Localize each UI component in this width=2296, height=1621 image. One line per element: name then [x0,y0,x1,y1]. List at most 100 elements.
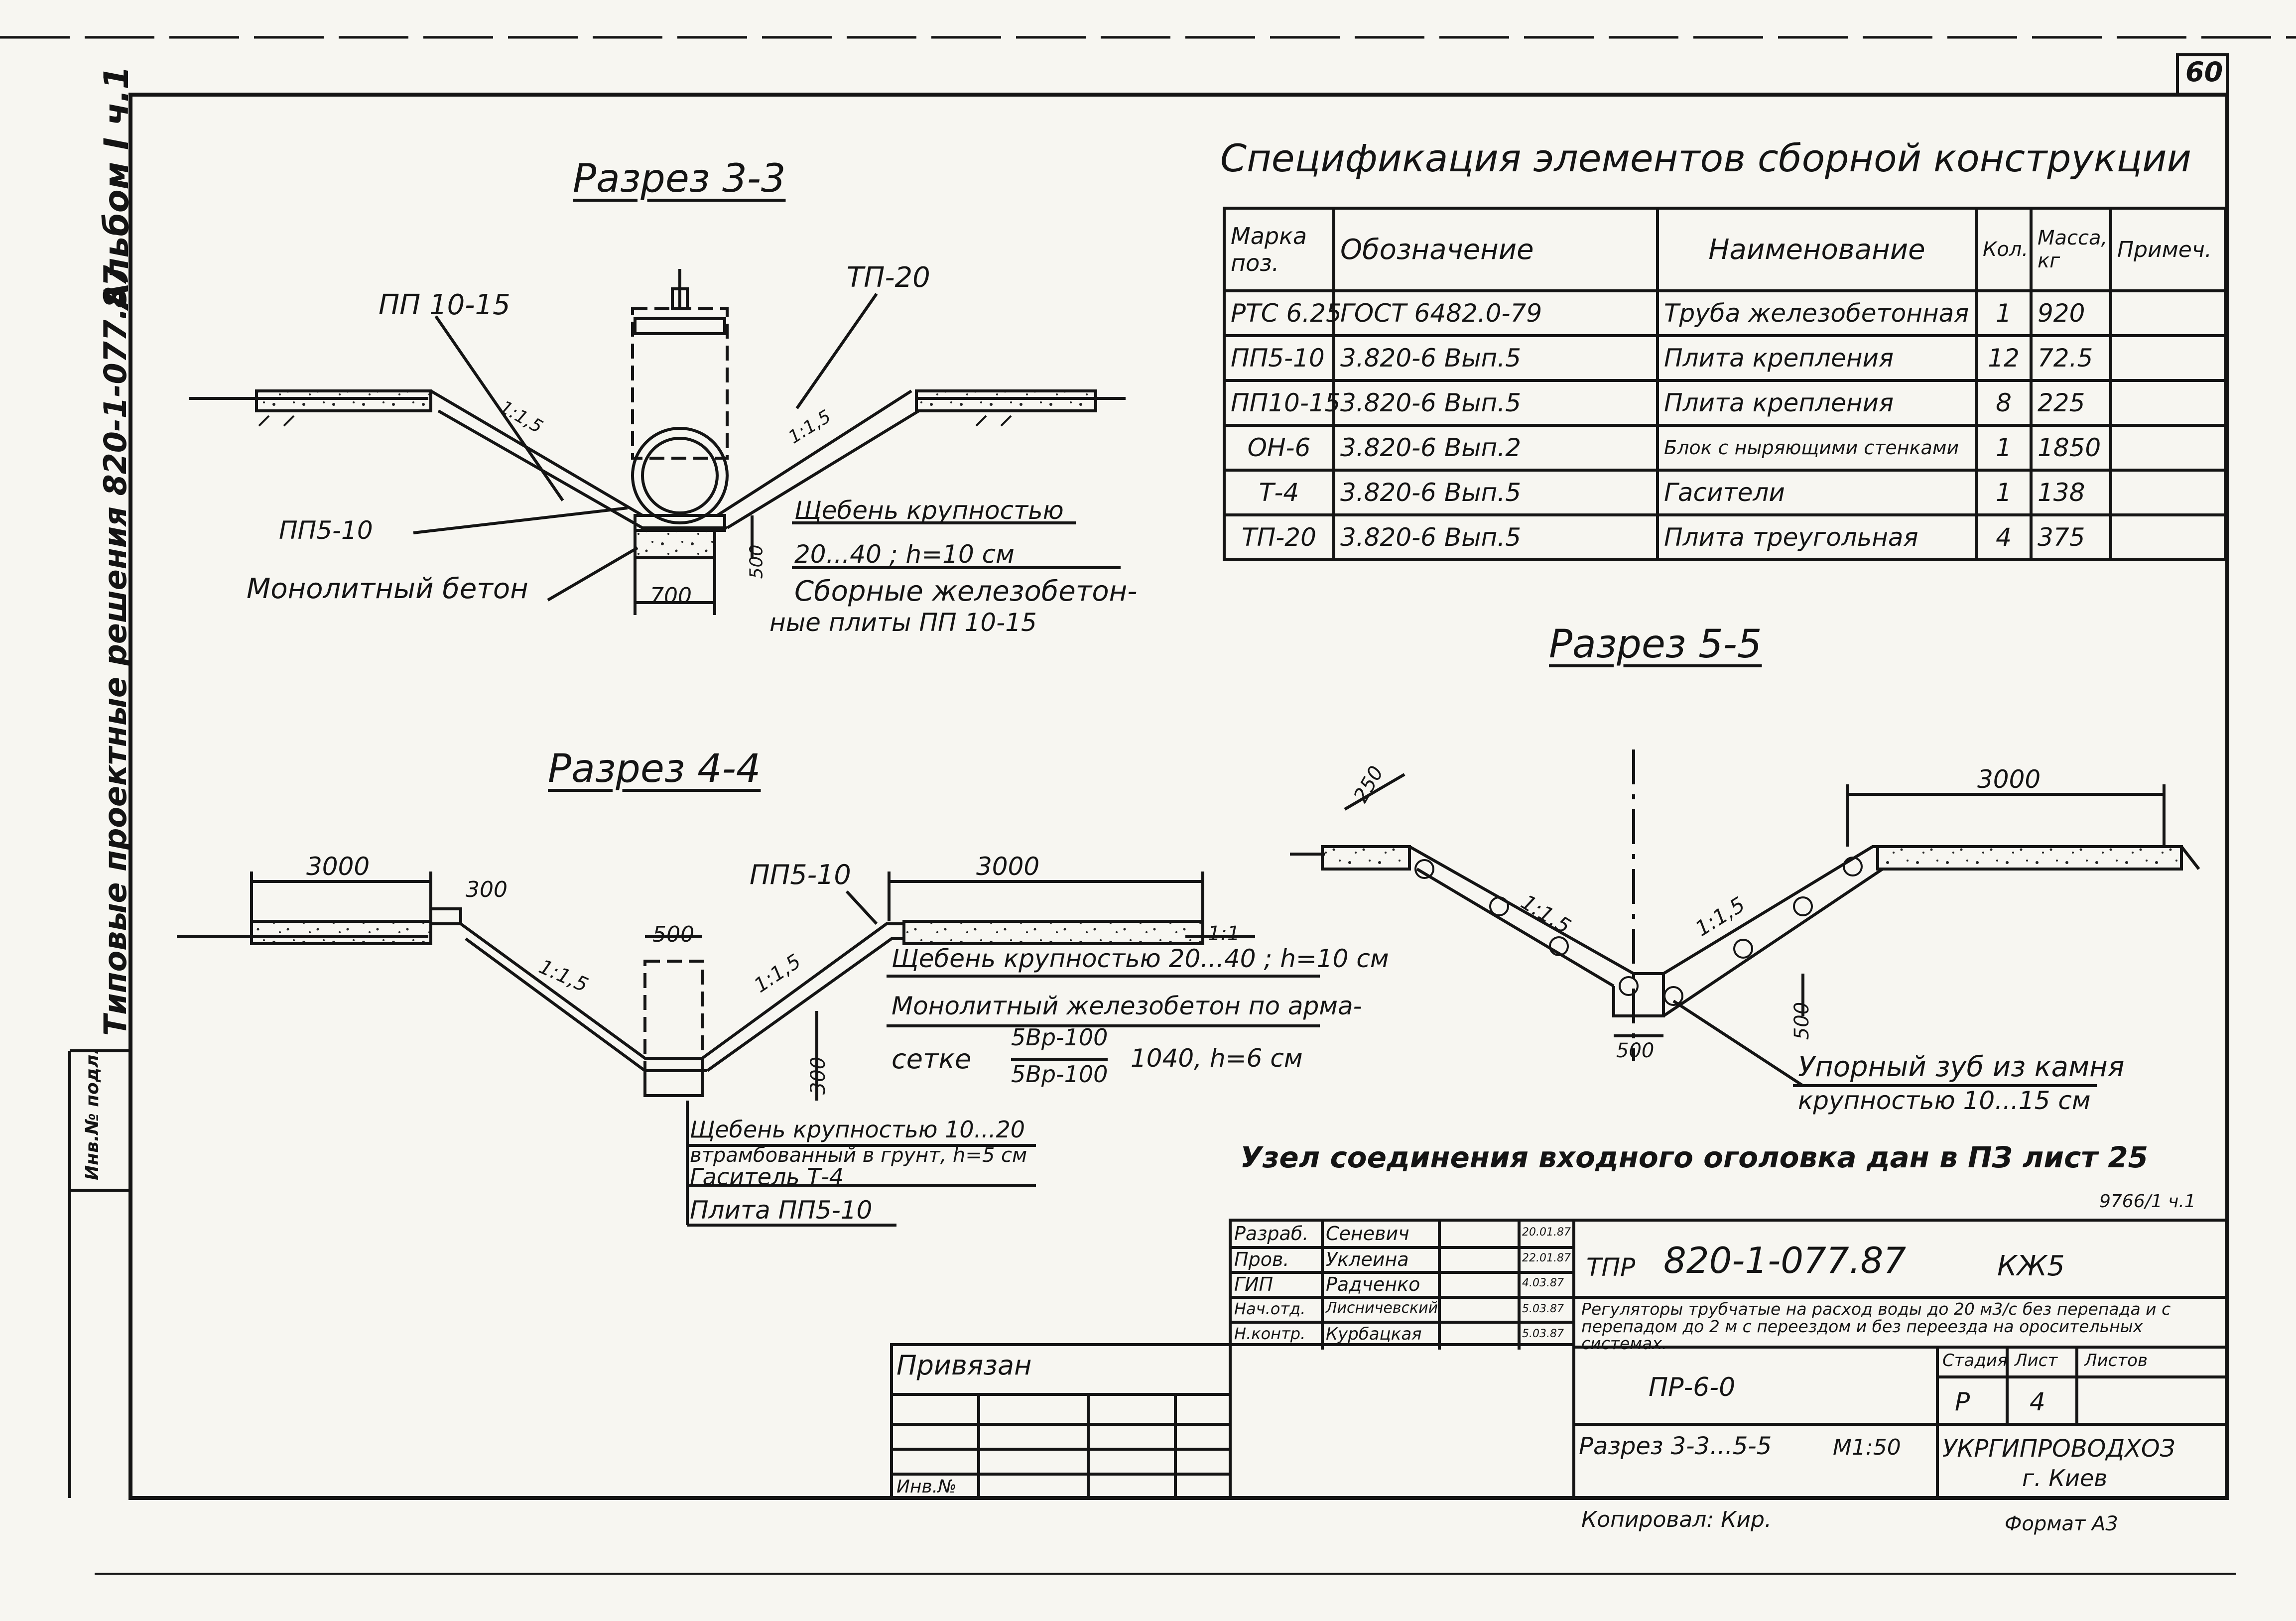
spec-row: ПП10-15 3.820-6 Вып.5 Плита крепления 8 … [1223,379,2227,427]
label-pp5-10-4: ПП5-10 [750,859,851,890]
section-3-3-drawing [189,269,1126,615]
spec-cell: 375 [2030,513,2112,561]
dim-700: 700 [650,583,692,609]
sheet-header: Лист [2015,1351,2058,1371]
spec-cell: 12 [1975,334,2033,382]
staff-name: Радченко [1326,1273,1420,1295]
spec-cell [2109,513,2227,561]
spec-cell: 1850 [2030,424,2112,472]
spec-cell: 3.820-6 Вып.5 [1332,469,1659,516]
staff-role: Н.контр. [1234,1324,1306,1343]
dim-500-4: 500 [652,922,694,947]
section-4-4-title: Разрез 4-4 [548,747,761,791]
dim-500-side: 500 [1790,1001,1814,1040]
note-4-a2: Монолитный железобетон по арма- [892,992,1362,1020]
dim-300-top: 300 [466,877,508,902]
note-4-a1: Щебень крупностью 20...40 ; h=10 см [892,944,1389,973]
format-label: Формат А3 [2005,1512,2118,1535]
label-pp10-15: ПП 10-15 [379,289,510,321]
spec-cell: ПП10-15 [1223,379,1340,427]
spec-cell [2109,334,2227,382]
org-name: УКРГИПРОВОДХОЗ [1942,1435,2175,1463]
project-description: Регуляторы трубчатые на расход воды до 2… [1581,1299,2171,1354]
note-3-line4: ные плиты ПП 10-15 [769,608,1037,637]
staff-role: ГИП [1234,1273,1274,1295]
note-5-2: крупностью 10...15 см [1798,1086,2091,1115]
sheet-value: 4 [2030,1387,2045,1416]
spec-cell: Т-4 [1223,469,1335,516]
staff-name: Сеневич [1326,1223,1409,1245]
staff-role: Нач.отд. [1234,1299,1306,1318]
inv-no-label: Инв.№ [896,1477,957,1497]
project-prefix: ТПР [1586,1253,1636,1282]
note-4-b3: Гаситель Т-4 [690,1163,844,1190]
staff-date: 5.03.87 [1522,1303,1564,1315]
copied-label: Копировал: Кир. [1581,1507,1772,1532]
sheets-header: Листов [2084,1351,2148,1371]
note-4-a4: 1040, h=6 см [1131,1044,1303,1073]
stage-value: Р [1955,1387,1970,1416]
staff-name: Уклеина [1326,1248,1409,1270]
dim-3000-left: 3000 [306,852,370,881]
spec-cell: 3.820-6 Вып.5 [1332,379,1659,427]
spec-cell: Плита треугольная [1656,513,1978,561]
slope-4-edge: 1:1 [1208,922,1240,945]
spec-cell: 4 [1975,513,2033,561]
staff-role: Разраб. [1234,1223,1309,1245]
spec-cell: ПП5-10 [1223,334,1335,382]
archive-number: 9766/1 ч.1 [2099,1191,2196,1212]
series-label: Типовые проектные решения 820-1-077.87 [97,265,133,1036]
label-monolith: Монолитный бетон [247,573,528,605]
spec-header-cell: Примеч. [2109,207,2227,292]
dim-500-3: 500 [746,544,767,579]
element-code: ПР-6-0 [1649,1372,1736,1402]
spec-cell: ТП-20 [1223,513,1335,561]
staff-date: 22.01.87 [1522,1252,1571,1264]
spec-cell: 1 [1975,469,2033,516]
spec-cell [2109,469,2227,516]
spec-header-cell: Масса, кг [2030,207,2112,292]
section-5-5-title: Разрез 5-5 [1549,622,1762,667]
note-3-line1: Щебень крупностью [794,496,1064,525]
note-3-line2: 20...40 ; h=10 см [794,540,1015,569]
spec-title: Спецификация элементов сборной конструкц… [1220,136,2191,180]
spec-cell: 3.820-6 Вып.2 [1332,424,1659,472]
spec-header-cell: Марка поз. [1223,207,1335,292]
note-5-1: Упорный зуб из камня [1798,1051,2125,1083]
spec-cell: 3.820-6 Вып.5 [1332,513,1659,561]
note-4-b1: Щебень крупностью 10...20 [690,1116,1025,1143]
spec-cell: Гасители [1656,469,1978,516]
dim-300-side: 300 [807,1056,830,1095]
section-5-5-drawing [1290,749,2200,1087]
staff-name: Курбацкая [1326,1324,1422,1344]
spec-cell: ГОСТ 6482.0-79 [1332,289,1659,337]
spec-cell: 225 [2030,379,2112,427]
project-code: 820-1-077.87 [1663,1240,1907,1281]
spec-cell: Труба железобетонная [1656,289,1978,337]
frac-num: 5Вр-100 [1011,1024,1108,1051]
note-3-line3: Сборные железобетон- [794,575,1138,608]
spec-row: Т-4 3.820-6 Вып.5 Гасители 1 138 [1223,469,2227,516]
spec-cell: 1 [1975,289,2033,337]
spec-row: ОН-6 3.820-6 Вып.2 Блок с ныряющими стен… [1223,424,2227,472]
spec-cell: 8 [1975,379,2033,427]
spec-cell [2109,379,2227,427]
privyazan-label: Привязан [896,1350,1032,1381]
staff-name: Лисничевский [1326,1299,1438,1317]
dim-3000-5: 3000 [1977,765,2041,794]
spec-cell [2109,424,2227,472]
dim-3000-right: 3000 [976,852,1040,881]
note-4-b2: втрамбованный в грунт, h=5 см [690,1144,1027,1167]
spec-row: ПП5-10 3.820-6 Вып.5 Плита крепления 12 … [1223,334,2227,382]
org-city: г. Киев [2022,1465,2108,1492]
scale: М1:50 [1833,1435,1901,1460]
spec-row: РТС 6.25 ГОСТ 6482.0-79 Труба железобето… [1223,289,2227,337]
spec-header-cell: Наименование [1656,207,1978,292]
dim-500-bottom: 500 [1616,1039,1655,1062]
spec-cell [2109,289,2227,337]
page-number: 60 [2185,56,2223,88]
spec-header-row: Марка поз. Обозначение Наименование Кол.… [1223,207,2227,292]
stage-header: Стадия [1942,1351,2008,1371]
spec-cell: 3.820-6 Вып.5 [1332,334,1659,382]
